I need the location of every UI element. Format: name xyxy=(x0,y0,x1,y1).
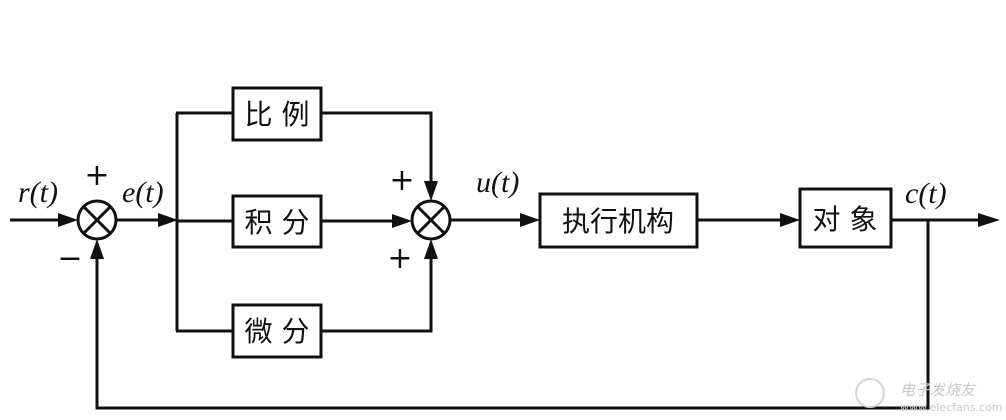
proportional-output-line xyxy=(321,111,433,190)
sum2-plus-top-sign: + xyxy=(389,163,414,198)
proportional-block xyxy=(231,86,323,142)
actuator-arrow xyxy=(780,213,800,227)
watermark-text: 电子发烧友 xyxy=(900,381,977,399)
actuator-label: 执行机构 xyxy=(562,205,674,238)
error-signal-label: e(t) xyxy=(122,176,164,209)
summing-junction-1 xyxy=(76,199,118,241)
proportional-label: 比 例 xyxy=(245,98,310,131)
sum1-minus-sign: − xyxy=(57,241,82,276)
derivative-arrow xyxy=(424,239,438,259)
watermark-logo-icon xyxy=(855,378,885,408)
integral-block xyxy=(231,194,323,249)
feedback-arrow xyxy=(90,239,104,259)
watermark-url: www.elecfans.com xyxy=(900,401,1002,414)
summing-junction-2 xyxy=(410,199,452,241)
control-arrow xyxy=(520,213,540,227)
feedback-line xyxy=(95,220,930,410)
actuator-block xyxy=(538,192,699,249)
output-signal-label: c(t) xyxy=(905,177,947,210)
output-arrow xyxy=(978,213,1000,227)
derivative-label: 微 分 xyxy=(245,315,310,348)
error-arrow xyxy=(158,213,178,227)
sum2-plus-bottom-sign: + xyxy=(387,241,412,276)
plant-label: 对 象 xyxy=(813,203,878,236)
derivative-output-line xyxy=(321,250,433,333)
watermark: 电子发烧友 www.elecfans.com xyxy=(855,378,1002,414)
control-signal-label: u(t) xyxy=(476,166,519,199)
sum1-plus-sign: + xyxy=(84,158,109,193)
proportional-arrow xyxy=(424,181,438,201)
integral-arrow xyxy=(392,214,412,228)
integral-label: 积 分 xyxy=(245,206,310,239)
input-arrow xyxy=(58,213,78,227)
input-signal-label: r(t) xyxy=(18,176,58,209)
plant-block xyxy=(798,187,893,249)
